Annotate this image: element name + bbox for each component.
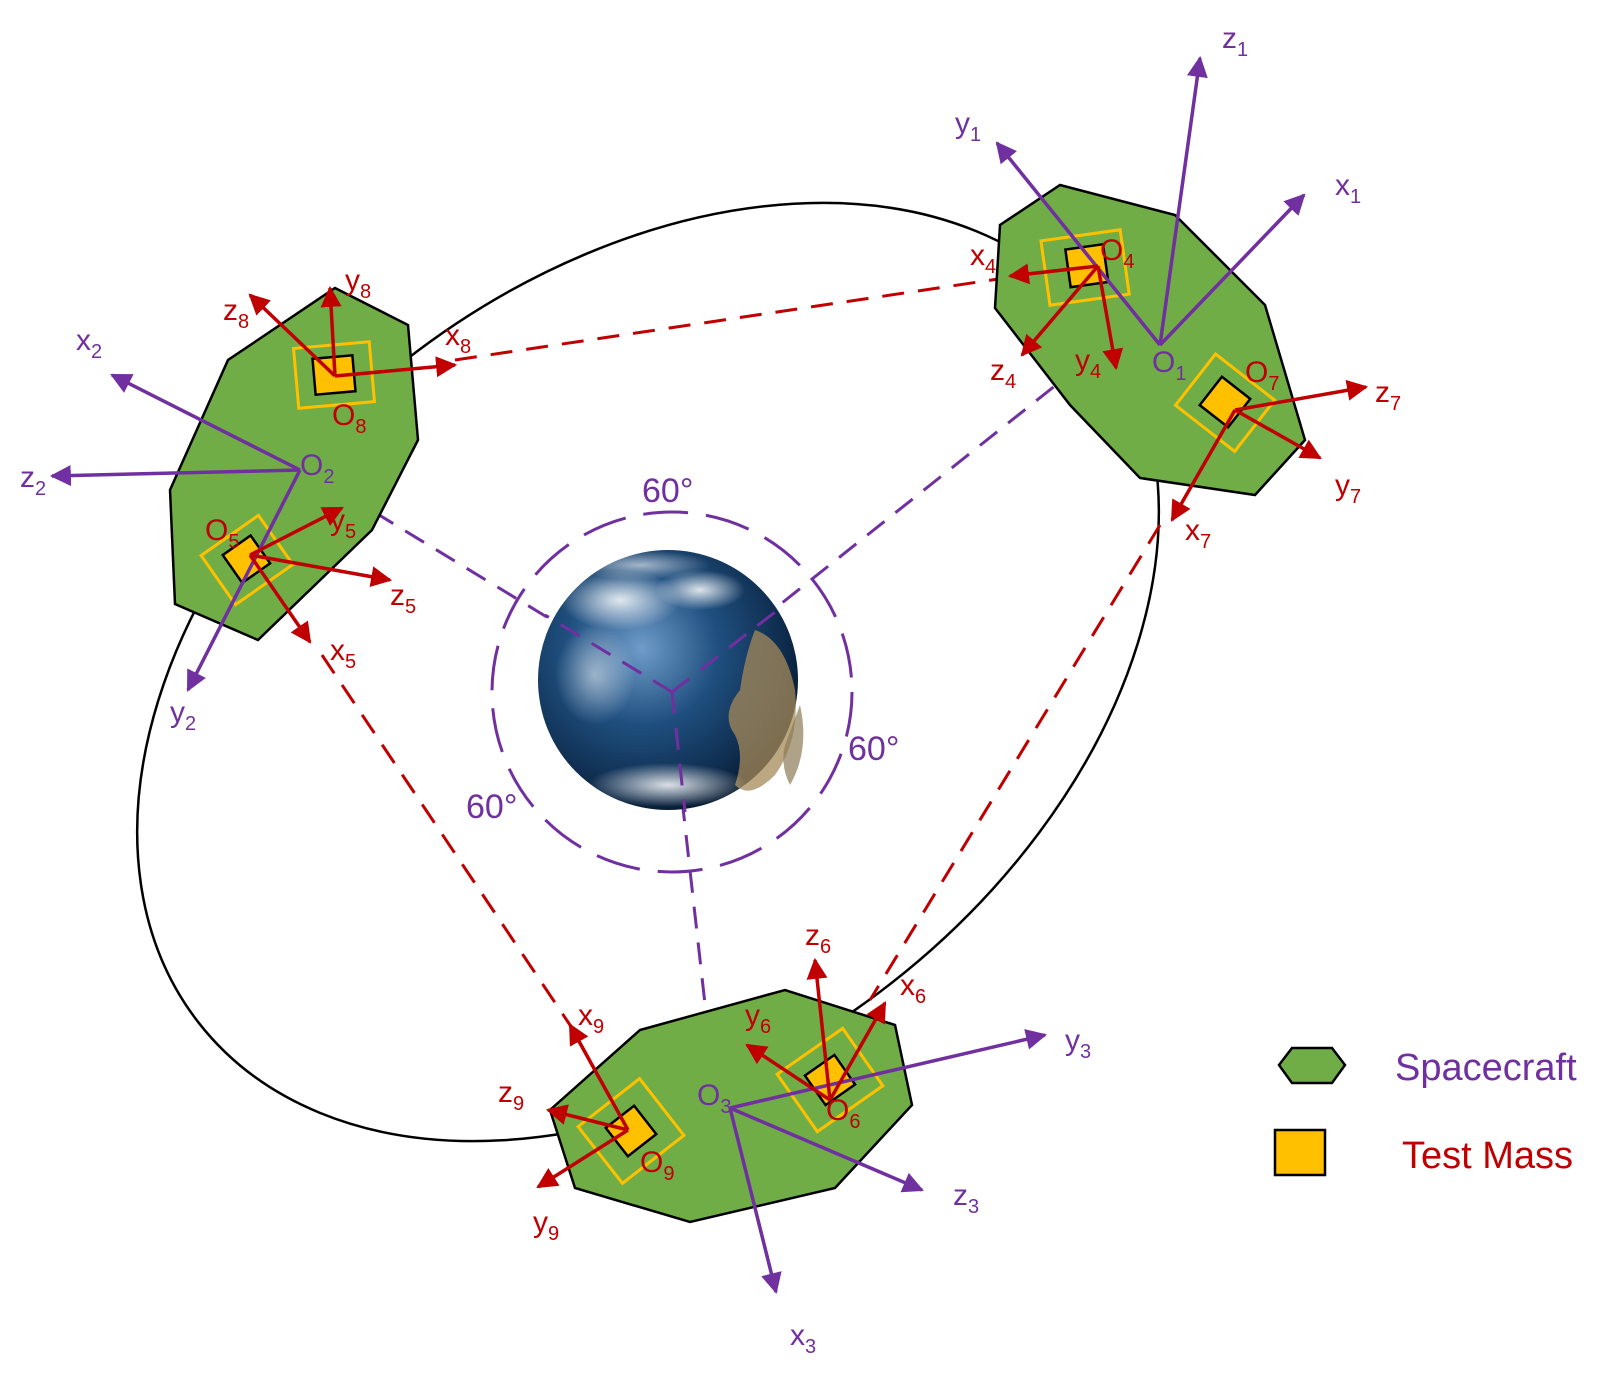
spacecraft-1	[993, 183, 1307, 497]
o4-label: O4	[1100, 234, 1134, 273]
frame-5-axes	[248, 506, 393, 644]
x8-label: x8	[445, 319, 471, 358]
frame-2-axes	[49, 373, 302, 692]
o8-label: O8	[332, 399, 366, 438]
y5-label: y5	[330, 504, 356, 543]
frame-7-labels: O7 z7 y7 x7	[1185, 356, 1401, 553]
frame-8-labels: y8 z8 x8 O8	[223, 264, 471, 438]
laser-links	[320, 276, 1162, 1026]
o9-label: O9	[640, 1146, 674, 1185]
frame-7-axes	[1170, 379, 1369, 522]
z8-label: z8	[223, 294, 249, 333]
x4-label: x4	[970, 239, 996, 278]
legend-test-mass-swatch	[1273, 1128, 1327, 1177]
frame-3-axes	[728, 1029, 1048, 1295]
z5-label: z5	[390, 579, 416, 618]
frame-9-axes	[536, 1023, 630, 1189]
frame-8-axes	[248, 285, 458, 378]
z4-label: z4	[990, 354, 1016, 393]
y2-label: y2	[170, 696, 196, 735]
frame-4-axes	[1007, 263, 1124, 371]
spacecraft-2	[168, 286, 420, 642]
angle-label-top: 60°	[642, 472, 693, 510]
o1-label: O1	[1152, 346, 1186, 385]
x5-label: x5	[330, 634, 356, 673]
angle-label-right: 60°	[848, 730, 899, 768]
z1-label: z1	[1222, 22, 1248, 61]
legend-spacecraft-swatch	[1277, 1046, 1347, 1085]
legend: Spacecraft Test Mass	[1273, 1046, 1577, 1177]
y8-label: y8	[345, 264, 371, 303]
z3-label: z3	[953, 1179, 979, 1218]
y4-label: y4	[1075, 344, 1101, 383]
x3-label: x3	[790, 1319, 816, 1358]
y7-label: y7	[1335, 469, 1361, 508]
frame-1-axes	[995, 55, 1306, 347]
angle-circle	[490, 510, 854, 874]
x2-label: x2	[76, 324, 102, 363]
frame-6-labels: z6 y6 x6 O6	[745, 919, 926, 1133]
y6-label: y6	[745, 999, 771, 1038]
frame-9-labels: x9 z9 O9 y9	[498, 999, 674, 1245]
z2-label: z2	[20, 461, 46, 500]
o6-label: O6	[826, 1094, 860, 1133]
frame-5-labels: O5 y5 z5 x5	[205, 504, 416, 673]
y3-label: y3	[1065, 1024, 1091, 1063]
x9-label: x9	[578, 999, 604, 1038]
frame-4-labels: x4 z4 y4 O4	[970, 234, 1134, 393]
o7-label: O7	[1245, 356, 1279, 395]
x1-label: x1	[1335, 169, 1361, 208]
z6-label: z6	[805, 919, 831, 958]
y1-label: y1	[955, 107, 981, 146]
x6-label: x6	[900, 969, 926, 1008]
frame-1-labels: z1 y1 x1 O1	[955, 22, 1361, 385]
x7-label: x7	[1185, 514, 1211, 553]
z9-label: z9	[498, 1076, 524, 1115]
earth	[538, 550, 804, 810]
z7-label: z7	[1375, 376, 1401, 415]
o5-label: O5	[205, 514, 239, 553]
angle-label-left: 60°	[466, 788, 517, 826]
y9-label: y9	[533, 1206, 559, 1245]
frame-6-axes	[745, 957, 887, 1102]
o3-label: O3	[697, 1079, 731, 1118]
earth-center-lines	[544, 610, 776, 813]
legend-test-mass-label: Test Mass	[1402, 1135, 1573, 1177]
frame-2-labels: x2 z2 y2 O2	[20, 324, 334, 735]
legend-spacecraft-label: Spacecraft	[1395, 1047, 1577, 1089]
frame-3-labels: y3 z3 x3 O3	[697, 1024, 1091, 1358]
o2-label: O2	[300, 449, 334, 488]
